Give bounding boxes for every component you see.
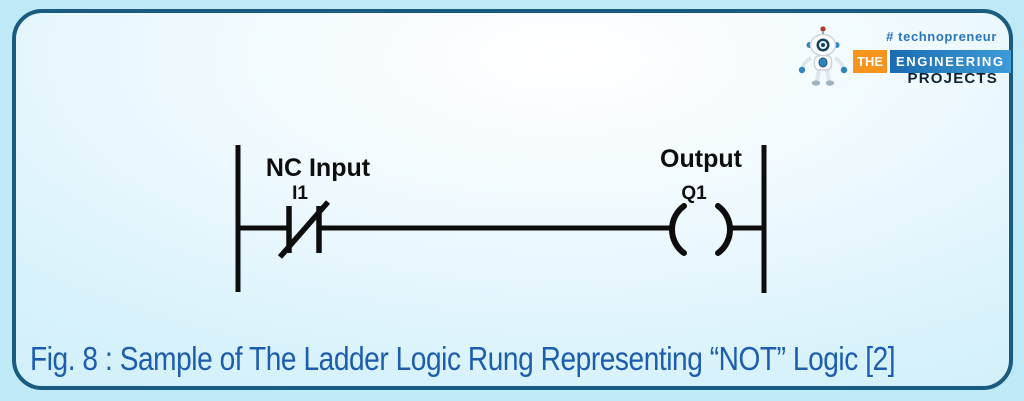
- output-coil-symbol: [669, 203, 733, 256]
- nc-contact-symbol: [277, 200, 331, 259]
- logo-tagline: # technopreneur: [886, 29, 997, 44]
- figure-card: [12, 9, 1013, 390]
- contact-id-label: I1: [292, 183, 308, 204]
- contact-label: NC Input: [265, 154, 371, 182]
- coil-label: Output: [660, 145, 742, 173]
- figure-caption: Fig. 8 : Sample of The Ladder Logic Rung…: [30, 340, 896, 377]
- logo-projects-text: PROJECTS: [907, 70, 998, 87]
- logo-wordmark: THE ENGINEERING: [853, 50, 1011, 73]
- logo-the-badge: THE: [853, 50, 887, 73]
- robot-mascot-icon: [798, 26, 848, 86]
- logo-engineering-badge: ENGINEERING: [890, 50, 1011, 73]
- coil-id-label: Q1: [681, 183, 707, 204]
